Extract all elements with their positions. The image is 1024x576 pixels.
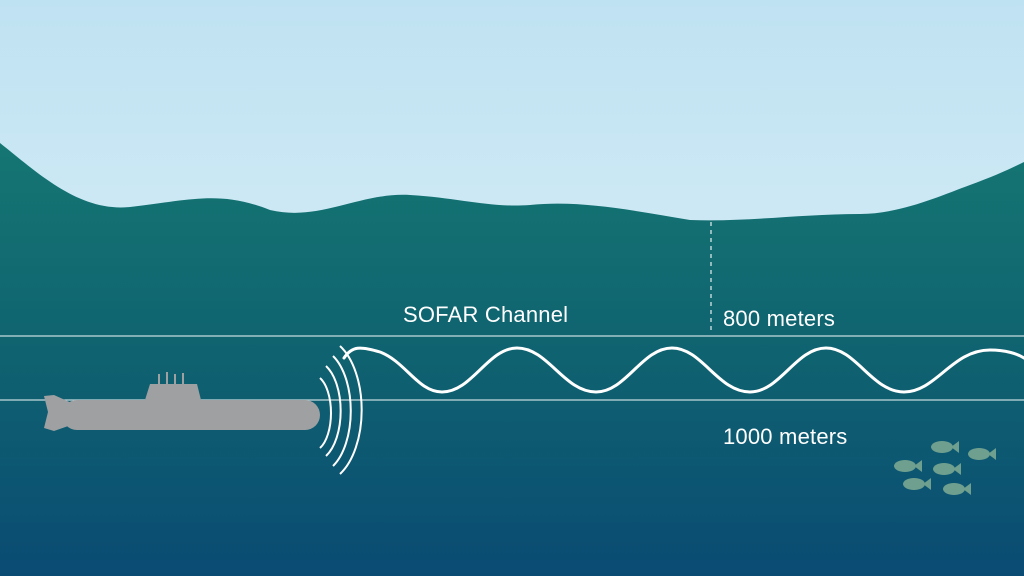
submarine-icon <box>44 372 320 431</box>
ocean <box>0 143 1024 576</box>
depth-label-800: 800 meters <box>723 306 836 331</box>
fish-icon <box>894 441 996 495</box>
sound-wave-path <box>342 346 1024 394</box>
depth-label-1000: 1000 meters <box>723 424 848 449</box>
sofar-channel-label: SOFAR Channel <box>403 302 569 327</box>
sound-pulse-icon <box>319 345 363 475</box>
